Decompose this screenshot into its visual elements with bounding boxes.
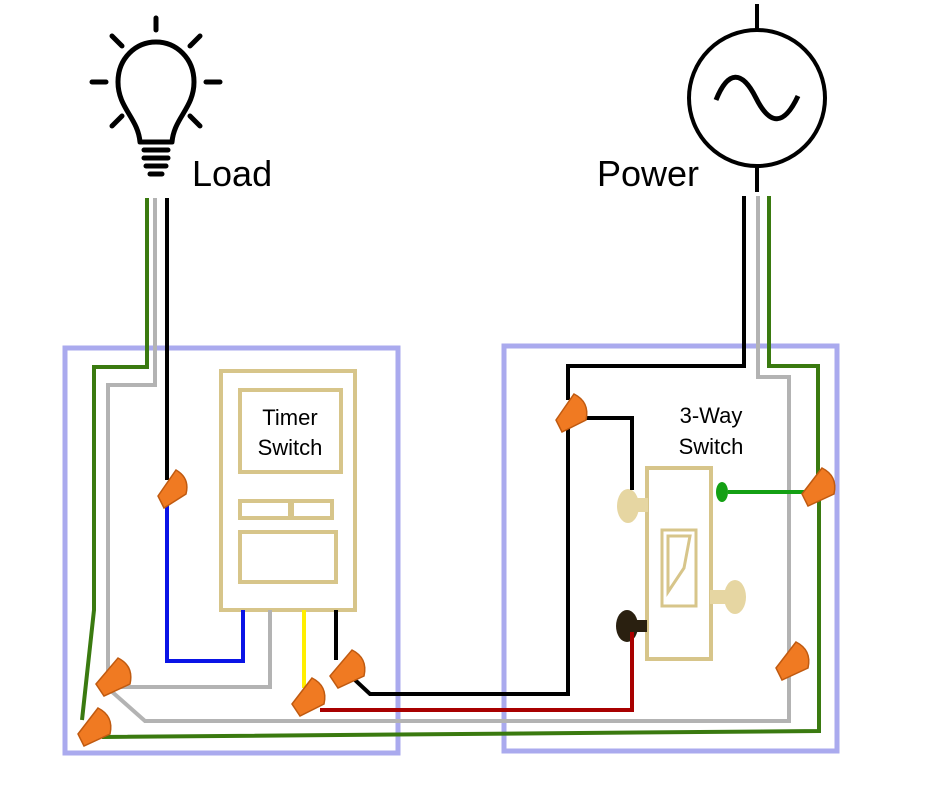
ac-power-source-icon (687, 4, 827, 192)
power-ground-wire (767, 196, 820, 475)
wire-nut-right-neutral (775, 641, 810, 681)
ground-terminal (716, 482, 728, 502)
light-bulb-icon (89, 15, 223, 177)
timer-switch (219, 369, 357, 612)
three-way-switch-label-line1: 3-Way (680, 403, 743, 428)
power-label: Power (597, 153, 699, 194)
wire-nut-right-ground (801, 467, 836, 507)
load-ground-wire (80, 198, 149, 721)
power-hot-wire (566, 196, 746, 400)
power-neutral-wire (756, 196, 791, 652)
three-way-switch-label-line2: Switch (679, 434, 744, 459)
wire-nut-load-hot (157, 469, 188, 510)
wire-nut-left-ground (77, 707, 112, 747)
traveler-red-wire (320, 632, 634, 712)
timer-switch-label-line2: Switch (258, 435, 323, 460)
timer-neutral-lead (112, 610, 272, 689)
load-neutral-wire (106, 198, 157, 690)
timer-switch-label-line1: Timer (262, 405, 317, 430)
neutral-run-wire (108, 662, 791, 723)
load-label: Load (192, 153, 272, 194)
traveler-black-wire (353, 410, 570, 696)
wire-nut-left-neutral (95, 657, 132, 697)
timer-blue-lead (165, 500, 245, 663)
wire-nut-timer-black (329, 649, 366, 689)
switch-upper-black-lead (580, 416, 634, 490)
wire-nut-power-hot (555, 393, 588, 434)
three-way-switch (616, 466, 746, 661)
left-electrical-box (62, 345, 401, 756)
wire-nut-timer-yellow (291, 677, 326, 717)
right-electrical-box (501, 343, 840, 754)
